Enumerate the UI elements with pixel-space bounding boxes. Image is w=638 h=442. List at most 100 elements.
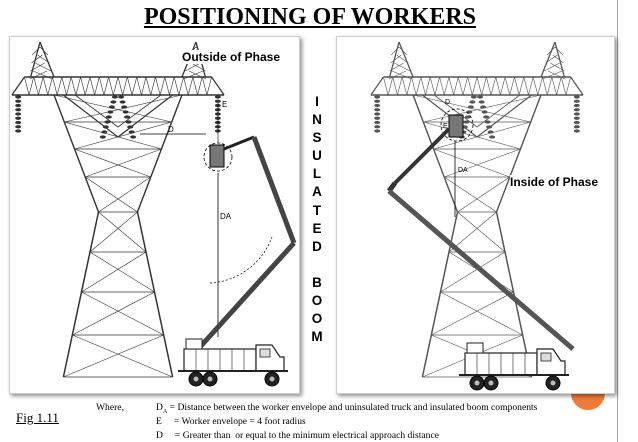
- tower-member: [24, 76, 30, 96]
- boom-turret: [185, 338, 203, 350]
- tower-member: [570, 76, 584, 96]
- dimension-da-label: DA: [458, 167, 468, 174]
- tower-member: [89, 251, 155, 293]
- letter: S: [312, 130, 322, 146]
- tower-member: [72, 334, 173, 378]
- insulator-disc: [125, 120, 132, 124]
- tower-member: [206, 76, 212, 96]
- tower-member: [434, 76, 440, 96]
- wheel-hub: [488, 380, 494, 386]
- insulator-disc: [483, 115, 490, 119]
- tower-member: [554, 46, 564, 56]
- tower-member: [440, 251, 506, 293]
- tower-member: [383, 76, 389, 96]
- tower-member: [80, 76, 86, 96]
- insulator-disc: [484, 120, 491, 124]
- bucket: [448, 114, 464, 138]
- tower-member: [457, 76, 464, 96]
- tower-member: [89, 211, 138, 253]
- tower-member: [396, 54, 409, 64]
- tower-member: [551, 76, 557, 96]
- legend-da-text: = Distance between the worker envelope a…: [167, 402, 538, 413]
- tower-member: [35, 62, 52, 72]
- tower-member: [398, 41, 414, 78]
- tower-member: [425, 76, 431, 96]
- legend-e-definition: E = Worker envelope = 4 foot radius: [156, 416, 306, 427]
- insulator-disc: [463, 120, 470, 124]
- insulator-disc: [486, 125, 493, 129]
- bucket: [209, 144, 225, 168]
- boom-upper: [393, 127, 451, 185]
- insulator-disc: [110, 100, 117, 104]
- insulator-disc: [119, 100, 126, 104]
- tower-member: [117, 76, 123, 96]
- insulator-disc: [130, 135, 137, 139]
- boom-lower: [198, 241, 296, 349]
- tower-member: [173, 76, 180, 96]
- truck-window: [259, 348, 271, 358]
- insulator-disc: [111, 95, 118, 99]
- letter: A: [312, 184, 322, 200]
- tower-member: [453, 76, 459, 96]
- tower-member: [63, 334, 164, 378]
- tower-member: [556, 76, 562, 96]
- tower-member: [518, 76, 525, 96]
- insulator-disc: [374, 103, 381, 108]
- tower-member: [53, 94, 100, 213]
- insulator-disc: [573, 116, 580, 120]
- letter: L: [312, 166, 322, 182]
- tower-member: [392, 76, 398, 96]
- dimension-da-label: DA: [220, 212, 232, 221]
- tower-member: [127, 76, 133, 96]
- tower-member: [514, 76, 520, 96]
- insulator-disc: [573, 112, 580, 116]
- insulator-disc: [467, 105, 474, 109]
- letter: T: [312, 202, 322, 218]
- insulator-disc: [124, 115, 131, 119]
- tower-member: [37, 54, 50, 64]
- tower-member: [192, 76, 198, 96]
- tower-member: [113, 76, 119, 96]
- tower-member: [389, 62, 404, 72]
- tower-member: [155, 76, 161, 96]
- tower-member: [184, 62, 201, 72]
- legend-where: Where,: [96, 402, 124, 413]
- letter: B: [312, 274, 322, 290]
- tower-member: [439, 76, 445, 96]
- insulator-disc: [469, 100, 476, 104]
- insulator-disc: [121, 105, 128, 109]
- tower-member: [537, 76, 543, 96]
- tower-member: [433, 121, 531, 150]
- outside-of-phase-label: Outside of Phase: [182, 50, 281, 64]
- tower-member: [64, 121, 162, 150]
- tower-member: [542, 76, 548, 96]
- insulator-disc: [101, 130, 108, 134]
- legend-da-letter: D: [156, 402, 163, 413]
- insulator-disc: [489, 135, 496, 139]
- tower-member: [31, 54, 43, 64]
- letter: O: [311, 293, 323, 309]
- tower-member: [476, 76, 482, 96]
- insulator-disc: [102, 125, 109, 129]
- tower-member: [28, 76, 35, 96]
- letter: U: [312, 148, 322, 164]
- tower-member: [42, 76, 49, 96]
- tower-member: [397, 76, 403, 96]
- insulator-disc: [15, 120, 22, 125]
- tower-member: [94, 76, 100, 96]
- right-accent-rule: [617, 0, 618, 442]
- tower-member: [85, 176, 138, 213]
- tower-member: [52, 76, 58, 96]
- tower-member: [187, 76, 194, 96]
- tower-member: [98, 211, 147, 253]
- insulator-disc: [15, 112, 22, 116]
- tower-member: [30, 41, 41, 78]
- tower-member: [423, 121, 521, 150]
- tower-member: [429, 76, 436, 96]
- letter: I: [315, 94, 319, 109]
- tower-member: [211, 76, 225, 96]
- tower-member: [164, 76, 170, 96]
- tower-member: [552, 54, 564, 64]
